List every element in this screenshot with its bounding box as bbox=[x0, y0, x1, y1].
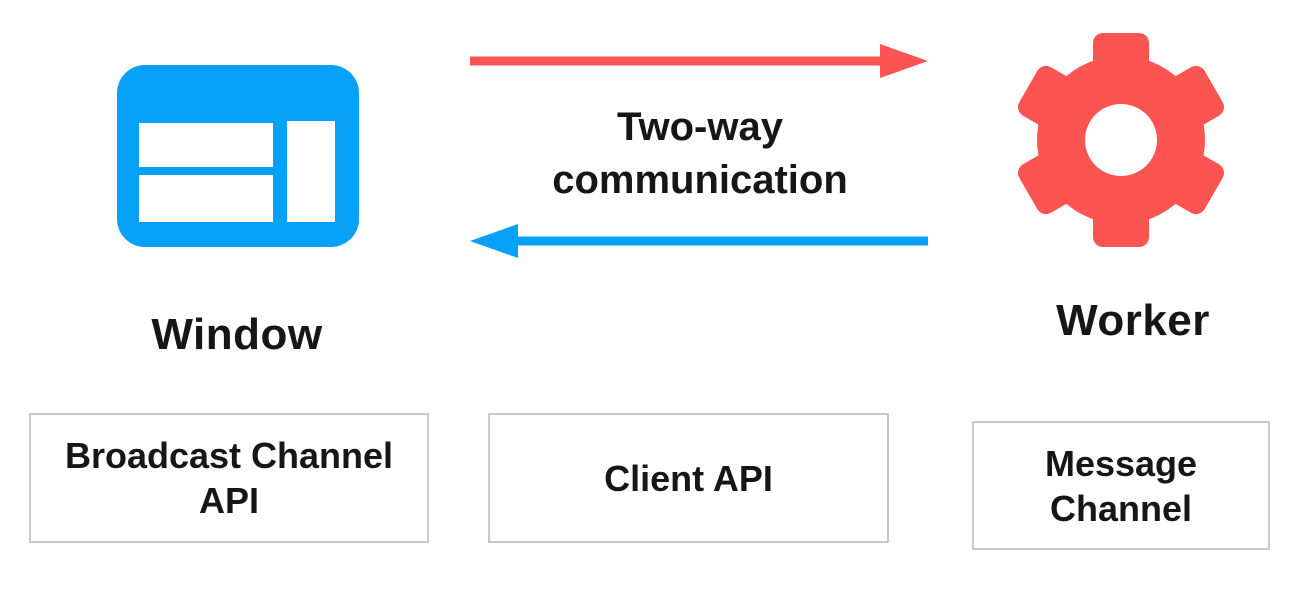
arrow-worker-to-window bbox=[470, 224, 928, 258]
connection-label: Two-way communication bbox=[552, 105, 848, 202]
browser-window-icon bbox=[117, 65, 359, 247]
gear-icon bbox=[1017, 33, 1225, 247]
channel-box-broadcast-channel-api: Broadcast Channel API bbox=[29, 413, 429, 543]
arrow-window-to-worker bbox=[470, 44, 928, 78]
channel-box-client-api: Client API bbox=[488, 413, 889, 543]
window-node-label: Window bbox=[151, 310, 323, 359]
worker-node-label: Worker bbox=[1056, 296, 1210, 345]
channel-box-message-channel: Message Channel bbox=[972, 421, 1270, 550]
